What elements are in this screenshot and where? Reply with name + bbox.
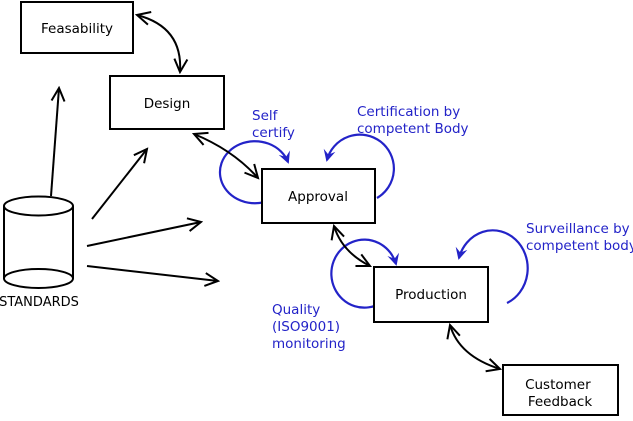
production-box xyxy=(373,266,489,323)
annotations: Self certify Certification by competent … xyxy=(252,104,633,352)
standards-arrows xyxy=(50,88,218,281)
annotation-certification-line1: Certification by xyxy=(357,104,460,120)
arrow-standards-to-production xyxy=(86,265,218,281)
annotation-quality-monitoring: Quality (ISO9001) monitoring xyxy=(272,302,346,352)
annotation-quality-line1: Quality xyxy=(272,302,320,318)
arrow-standards-to-design xyxy=(91,149,147,220)
arrow-approval-production xyxy=(334,226,370,266)
feasability-label: Feasability xyxy=(41,21,113,37)
standards-datastore: STANDARDS xyxy=(0,195,79,310)
arrow-feasability-design xyxy=(137,15,180,72)
node-design: Design xyxy=(109,75,225,130)
cylinder-top-ellipse xyxy=(3,195,74,217)
cylinder-bottom-ellipse xyxy=(3,268,74,289)
customer-feedback-box xyxy=(502,364,619,416)
annotation-surveillance: Surveillance by competent body xyxy=(526,221,633,254)
node-customer-feedback: Customer Feedback xyxy=(502,364,619,416)
annotation-surveillance-line2: competent body xyxy=(526,238,633,254)
self-loop-surveillance xyxy=(455,229,529,304)
feasability-box xyxy=(20,1,134,54)
annotation-self-certify-line2: certify xyxy=(252,125,295,141)
node-feasability: Feasability xyxy=(20,1,134,54)
customer-feedback-label: Customer Feedback xyxy=(525,377,595,410)
arrow-standards-to-feasability xyxy=(50,88,59,197)
stage-arrows xyxy=(137,15,500,369)
customer-feedback-label-line1: Customer xyxy=(525,377,591,393)
annotation-certification-line2: competent Body xyxy=(357,121,469,137)
design-label: Design xyxy=(144,96,191,112)
approval-label: Approval xyxy=(288,189,348,205)
annotation-surveillance-line1: Surveillance by xyxy=(526,221,630,237)
standards-label: STANDARDS xyxy=(0,295,79,310)
annotation-self-certify-line1: Self xyxy=(252,108,279,124)
design-box xyxy=(109,75,225,130)
annotation-quality-line2: (ISO9001) xyxy=(272,319,340,335)
customer-feedback-label-line2: Feedback xyxy=(528,394,592,410)
arrow-production-customer-feedback xyxy=(450,325,500,369)
annotation-quality-line3: monitoring xyxy=(272,336,346,352)
arrow-standards-to-approval xyxy=(86,222,201,247)
annotation-certification: Certification by competent Body xyxy=(357,104,469,137)
annotation-self-certify: Self certify xyxy=(252,108,295,141)
self-loop-certification xyxy=(323,133,395,199)
arrow-design-approval xyxy=(194,134,258,178)
production-label: Production xyxy=(395,287,467,303)
approval-box xyxy=(261,168,376,224)
node-production: Production xyxy=(373,266,489,323)
node-approval: Approval xyxy=(261,168,376,224)
